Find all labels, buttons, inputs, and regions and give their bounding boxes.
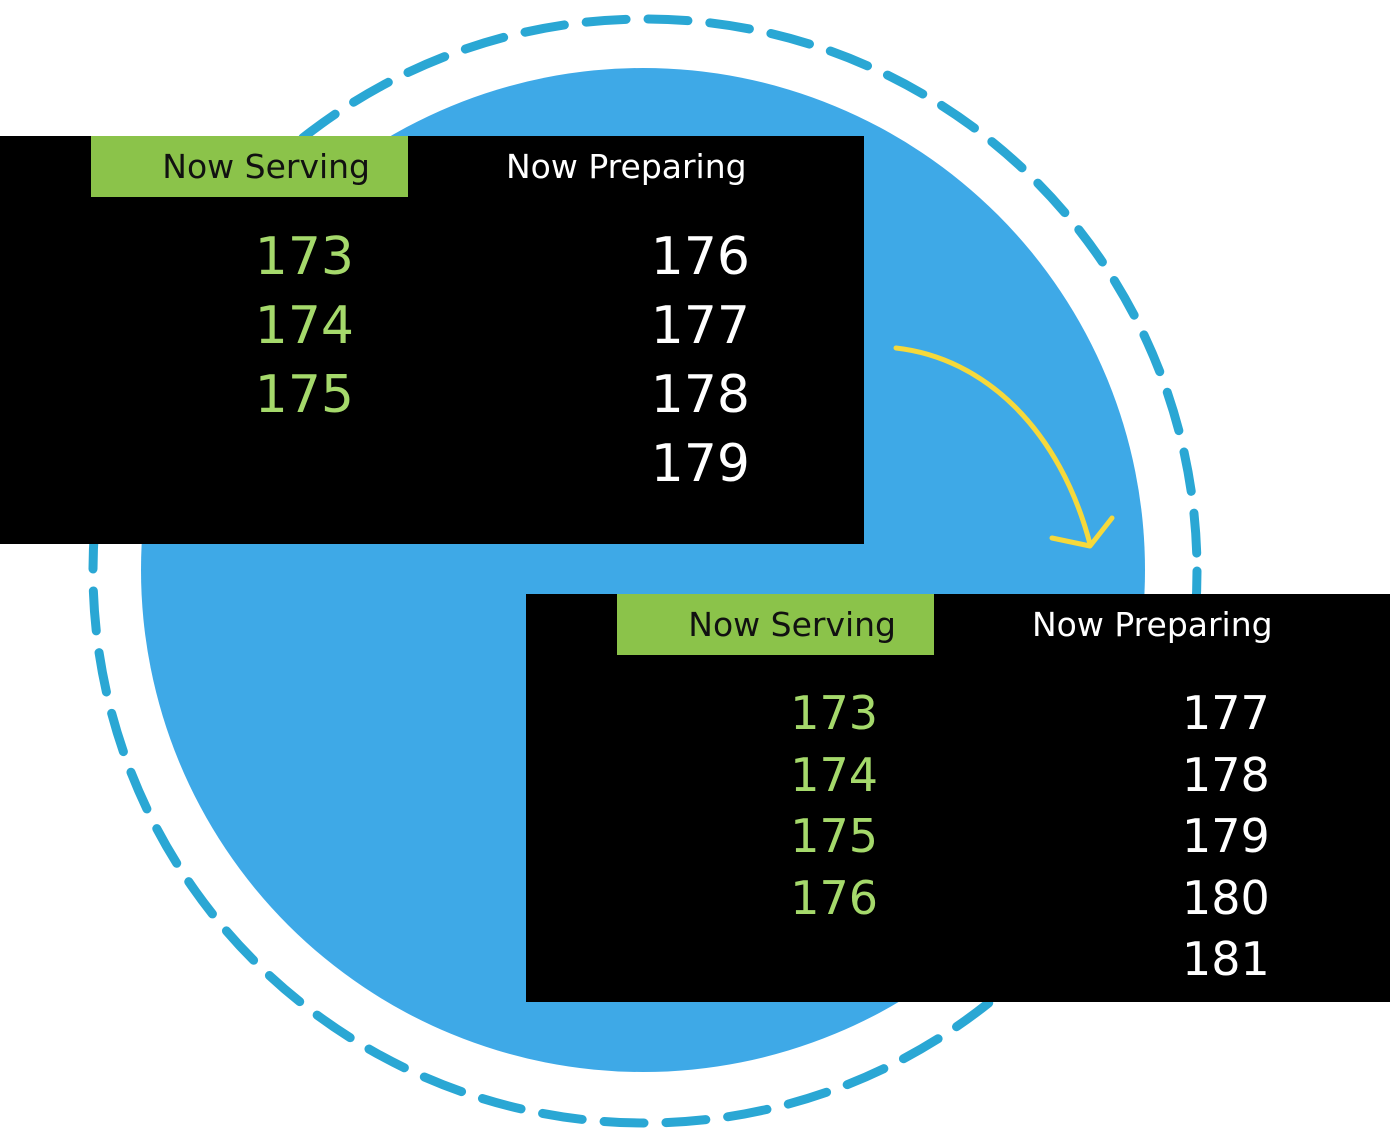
preparing-number: 176 [650, 227, 750, 287]
preparing-number: 180 [1182, 870, 1270, 925]
now-serving-header: Now Serving [617, 594, 934, 655]
serving-number: 175 [254, 365, 354, 425]
serving-number: 173 [790, 686, 878, 740]
preparing-number: 181 [1182, 932, 1270, 986]
serving-number: 174 [790, 747, 878, 802]
dashed-ring [88, 14, 1202, 1128]
serving-number: 175 [790, 809, 878, 863]
now-preparing-header: Now Preparing [506, 147, 747, 186]
preparing-list: 177 178 179 180 181 [1182, 683, 1270, 991]
preparing-number: 177 [1182, 686, 1270, 740]
now-serving-header: Now Serving [91, 136, 408, 197]
preparing-number: 178 [650, 365, 750, 425]
serving-number: 176 [790, 870, 878, 925]
curved-arrow-icon [893, 345, 1115, 549]
serving-number: 173 [254, 227, 354, 287]
serving-list: 173 174 175 [244, 223, 354, 430]
queue-board-after: Now Serving Now Preparing 173 174 175 17… [526, 594, 1390, 1002]
preparing-list: 176 177 178 179 [640, 223, 750, 499]
preparing-number: 178 [1182, 747, 1270, 802]
preparing-number: 177 [650, 296, 750, 356]
now-preparing-header: Now Preparing [1032, 605, 1273, 644]
queue-board-before: Now Serving Now Preparing 173 174 175 17… [0, 136, 864, 544]
preparing-number: 179 [650, 434, 750, 494]
preparing-number: 179 [1182, 809, 1270, 863]
serving-list: 173 174 175 176 [788, 683, 878, 929]
serving-number: 174 [254, 296, 354, 356]
